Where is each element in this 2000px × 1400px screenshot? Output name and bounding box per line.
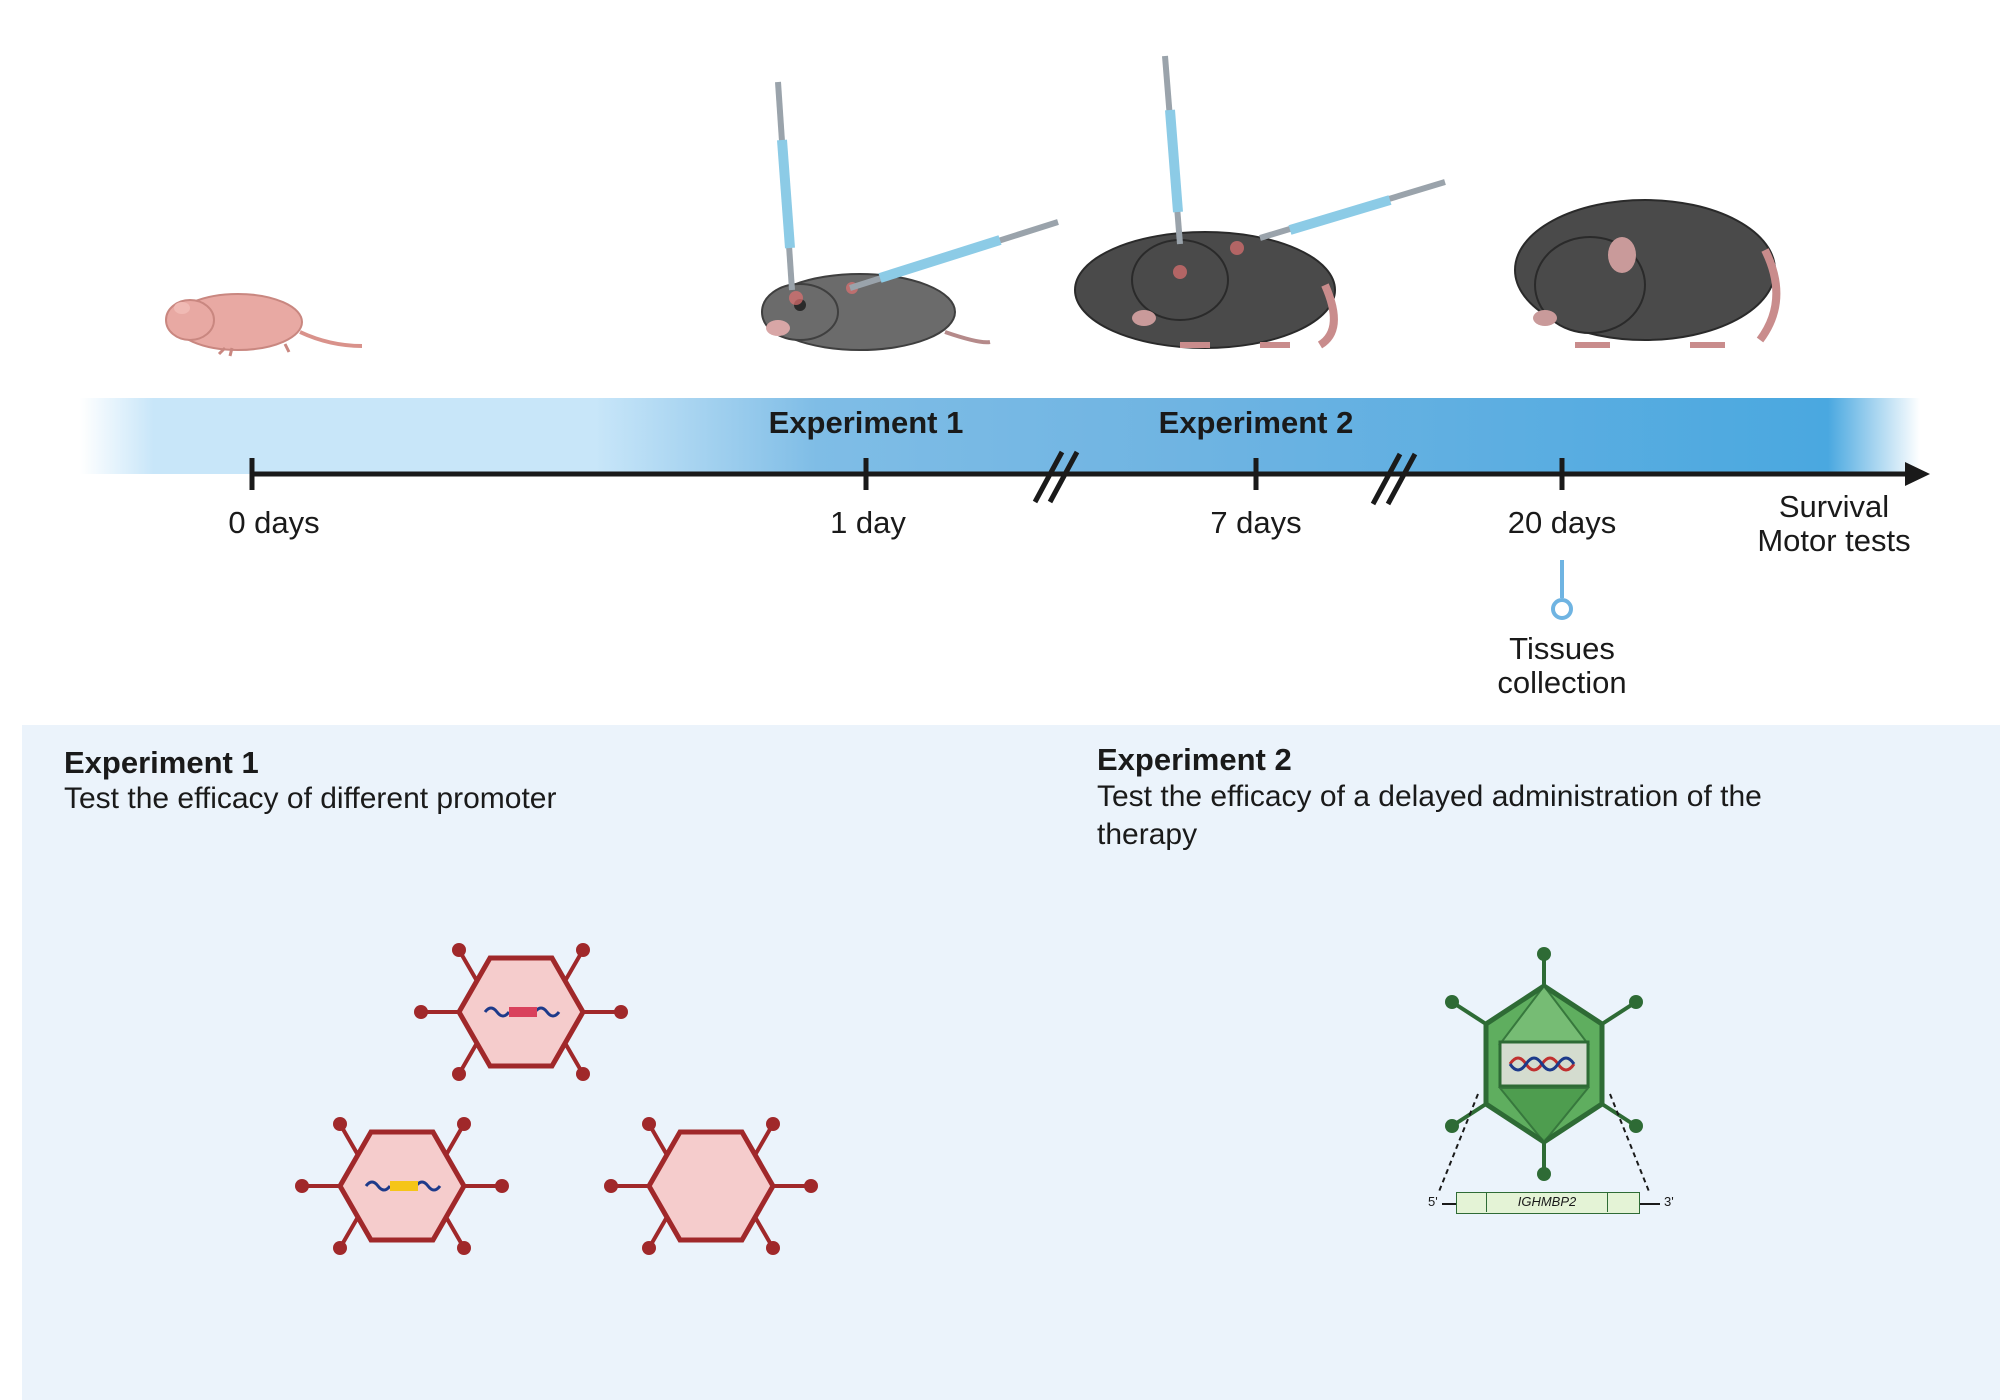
- capsid-icon: [1445, 947, 1643, 1181]
- tissues-collection-line1: Tissues: [1509, 631, 1615, 666]
- cassette-box: [1456, 1192, 1640, 1214]
- gene-name-label: IGHMBP2: [1486, 1192, 1608, 1212]
- endpoint-label-line1: Survival: [1778, 489, 1890, 524]
- tick-label-0-days: 0 days: [228, 505, 320, 540]
- timeline-axis: [249, 450, 1930, 506]
- endpoint-label: Survival Motor tests: [1714, 490, 1954, 558]
- gene-cassette: 5' IGHMBP2 3': [1428, 1192, 1688, 1216]
- experiments-panel: [22, 725, 2000, 1400]
- capsid-icon: [414, 943, 628, 1081]
- timeline-band: [80, 398, 1920, 474]
- experiment-1-description: Test the efficacy of different promoter: [64, 782, 557, 815]
- tick-label-20-days: 20 days: [1507, 505, 1617, 540]
- tick-label-1-day: 1 day: [830, 505, 906, 540]
- young-mouse-icon: [761, 273, 991, 351]
- adult-mouse-icon: [1074, 231, 1338, 349]
- band-label-experiment-1: Experiment 1: [768, 405, 964, 440]
- capsid-icon: [295, 1117, 509, 1255]
- capsid-icon: [604, 1117, 818, 1255]
- experiment-1-title: Experiment 1: [64, 745, 259, 780]
- experiment-2-description-line1: Test the efficacy of a delayed administr…: [1097, 780, 1762, 813]
- adult-mouse-icon: [1514, 199, 1781, 348]
- timeline-illustration: [165, 55, 1781, 357]
- newborn-mouse-icon: [165, 293, 363, 357]
- endpoint-label-line2: Motor tests: [1757, 523, 1911, 558]
- experiment-2-capsid: [1437, 947, 1651, 1195]
- syringe-icon: [775, 81, 1059, 291]
- band-label-experiment-2: Experiment 2: [1158, 405, 1354, 440]
- three-prime-label: 3': [1664, 1194, 1674, 1209]
- syringe-icon: [1162, 55, 1446, 245]
- experiment-2-description: Test the efficacy of a delayed administr…: [1097, 778, 1762, 854]
- experiment-2-title: Experiment 2: [1097, 742, 1292, 777]
- pin-icon: [1551, 560, 1573, 620]
- break-mark-icon: [1370, 452, 1418, 506]
- arrowhead-icon: [1905, 462, 1930, 486]
- experiment-1-capsids: [280, 900, 840, 1300]
- break-mark-icon: [1032, 450, 1080, 504]
- five-prime-label: 5': [1428, 1194, 1438, 1209]
- cassette-line-right: [1640, 1203, 1660, 1205]
- tick-label-7-days: 7 days: [1210, 505, 1302, 540]
- experiment-2-description-line2: therapy: [1097, 818, 1198, 851]
- tissues-collection-label: Tissues collection: [1442, 632, 1682, 700]
- tissues-collection-line2: collection: [1497, 665, 1627, 700]
